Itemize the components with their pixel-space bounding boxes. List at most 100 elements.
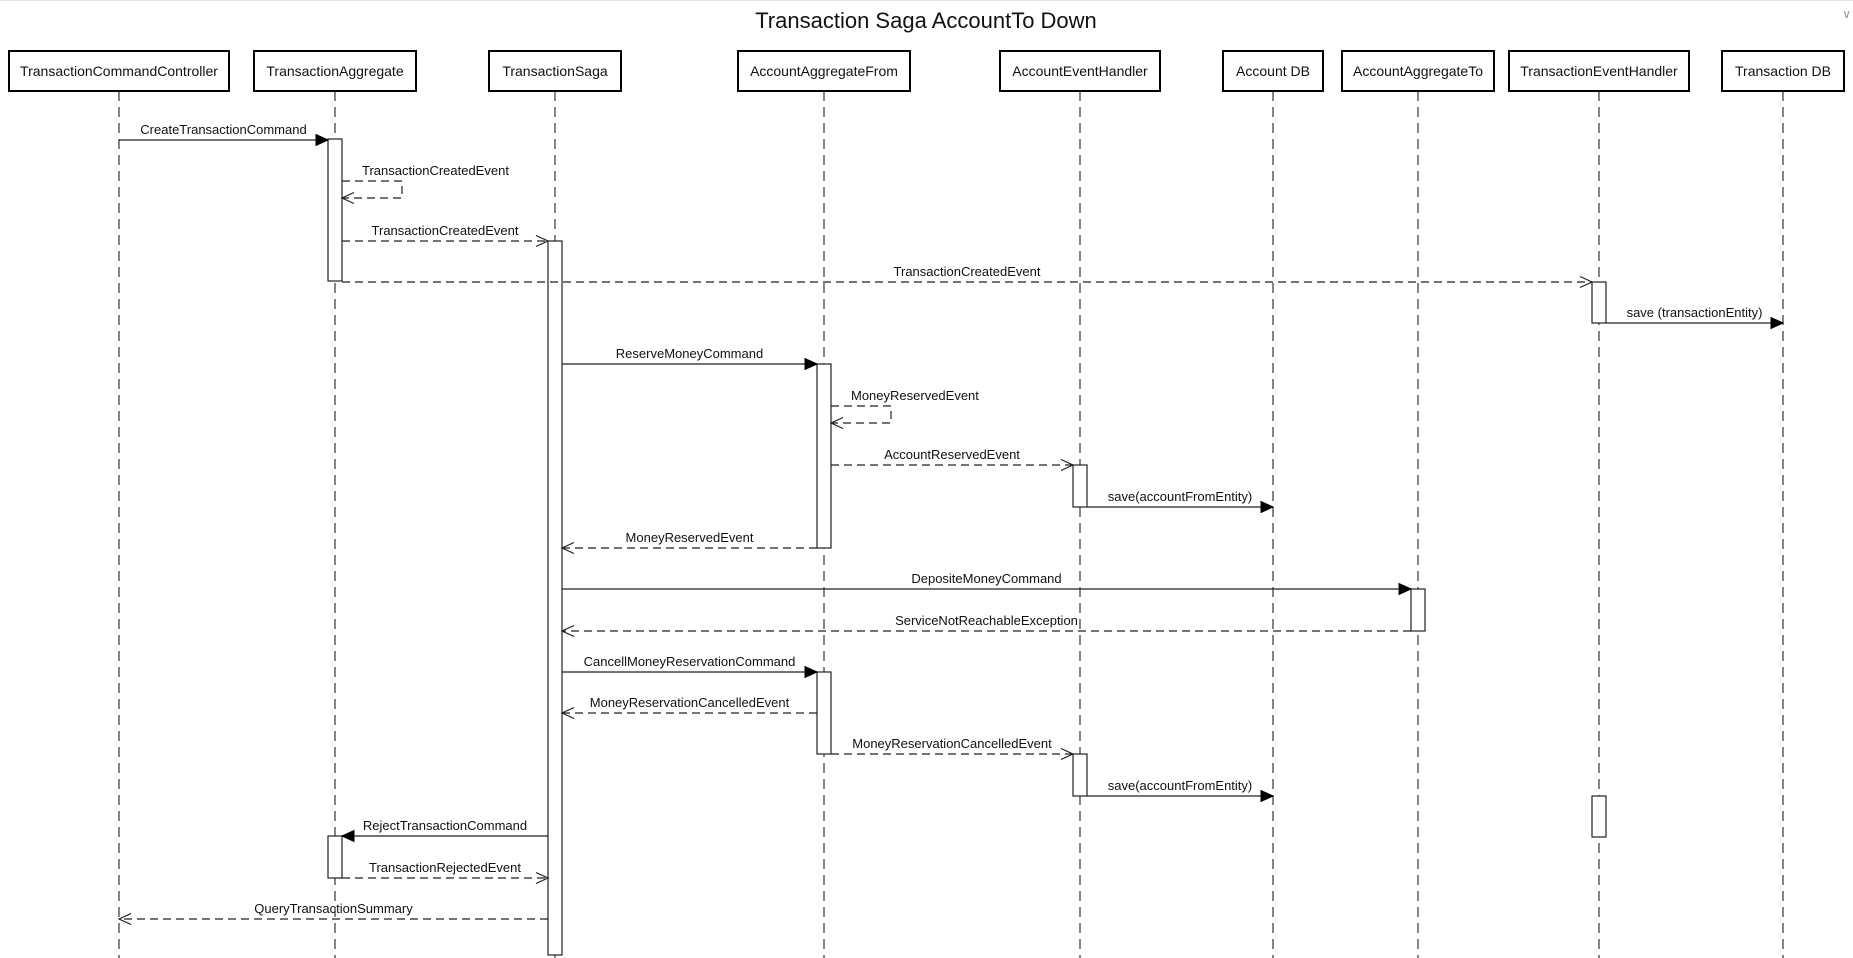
participant-box <box>1222 50 1324 92</box>
participant-box <box>253 50 417 92</box>
chevron-down-icon[interactable]: ∨ <box>1842 7 1851 21</box>
participant-label: TransactionAggregate <box>266 63 403 79</box>
arrowhead <box>117 912 132 926</box>
message-label: MoneyReservationCancelledEvent <box>852 736 1052 751</box>
participant-label: TransactionCommandController <box>20 63 218 79</box>
message-17[interactable]: TransactionRejectedEvent <box>342 860 550 885</box>
participant-label: Transaction DB <box>1735 63 1831 79</box>
participant-box <box>8 50 230 92</box>
participant-label: AccountAggregateTo <box>1353 63 1483 79</box>
arrowhead <box>1260 500 1275 514</box>
message-1[interactable]: TransactionCreatedEvent <box>340 163 509 205</box>
arrowhead <box>1770 316 1785 330</box>
participant-box <box>1508 50 1690 92</box>
participant-box <box>488 50 622 92</box>
messages: CreateTransactionCommandTransactionCreat… <box>117 122 1785 926</box>
activation-teh <box>1591 795 1607 838</box>
message-6[interactable]: MoneyReservedEvent <box>829 388 979 430</box>
message-label: RejectTransactionCommand <box>363 818 527 833</box>
arrowhead <box>1260 789 1275 803</box>
message-label: DepositeMoneyCommand <box>911 571 1061 586</box>
message-label: ServiceNotReachableException <box>895 613 1078 628</box>
message-label: TransactionRejectedEvent <box>369 860 521 875</box>
message-9[interactable]: MoneyReservedEvent <box>560 530 817 555</box>
message-line <box>342 180 403 199</box>
message-11[interactable]: ServiceNotReachableException <box>560 613 1411 638</box>
activation-aeh <box>1072 464 1088 508</box>
message-label: MoneyReservationCancelledEvent <box>590 695 790 710</box>
message-label: TransactionCreatedEvent <box>372 223 519 238</box>
diagram-title: Transaction Saga AccountTo Down <box>755 8 1097 33</box>
participant-ta[interactable]: TransactionAggregate <box>253 50 417 92</box>
participant-label: AccountEventHandler <box>1012 63 1148 79</box>
participant-label: Account DB <box>1236 63 1310 79</box>
participants: TransactionCommandController TransactionA… <box>8 50 1845 92</box>
activation-aeh <box>1072 753 1088 797</box>
participant-box <box>999 50 1161 92</box>
message-7[interactable]: AccountReservedEvent <box>831 447 1075 472</box>
arrowhead <box>340 829 355 843</box>
activation-aaf <box>816 671 832 755</box>
participant-aeh[interactable]: AccountEventHandler <box>999 50 1161 92</box>
message-label: TransactionCreatedEvent <box>894 264 1041 279</box>
arrowhead <box>1060 458 1075 472</box>
participant-tdb[interactable]: Transaction DB <box>1721 50 1845 92</box>
activation-aat <box>1410 588 1426 632</box>
message-5[interactable]: ReserveMoneyCommand <box>562 346 819 371</box>
arrowhead <box>1398 582 1413 596</box>
arrowhead <box>560 624 575 638</box>
message-label: ReserveMoneyCommand <box>616 346 763 361</box>
message-18[interactable]: QueryTransactionSummary <box>117 901 548 926</box>
message-label: CreateTransactionCommand <box>140 122 306 137</box>
message-10[interactable]: DepositeMoneyCommand <box>562 571 1413 596</box>
arrowhead <box>560 541 575 555</box>
arrowhead <box>1060 747 1075 761</box>
message-13[interactable]: MoneyReservationCancelledEvent <box>560 695 817 720</box>
message-label: TransactionCreatedEvent <box>362 163 509 178</box>
activation-bars <box>327 138 1607 956</box>
message-label: AccountReservedEvent <box>884 447 1020 462</box>
participant-label: AccountAggregateFrom <box>750 63 898 79</box>
participant-box <box>1341 50 1495 92</box>
message-line <box>831 405 892 424</box>
arrowhead <box>804 357 819 371</box>
participant-teh[interactable]: TransactionEventHandler <box>1508 50 1690 92</box>
activation-ts <box>547 240 563 956</box>
arrowhead <box>804 665 819 679</box>
message-4[interactable]: save (transactionEntity) <box>1606 305 1785 330</box>
message-label: CancellMoneyReservationCommand <box>584 654 796 669</box>
participant-adb[interactable]: Account DB <box>1222 50 1324 92</box>
participant-aat[interactable]: AccountAggregateTo <box>1341 50 1495 92</box>
message-16[interactable]: RejectTransactionCommand <box>340 818 548 843</box>
message-label: MoneyReservedEvent <box>851 388 979 403</box>
message-15[interactable]: save(accountFromEntity) <box>1087 778 1275 803</box>
arrowhead <box>829 416 844 430</box>
message-label: save(accountFromEntity) <box>1108 489 1253 504</box>
participant-label: TransactionSaga <box>502 63 608 79</box>
participant-aaf[interactable]: AccountAggregateFrom <box>737 50 911 92</box>
message-14[interactable]: MoneyReservationCancelledEvent <box>831 736 1075 761</box>
message-label: MoneyReservedEvent <box>626 530 754 545</box>
message-8[interactable]: save(accountFromEntity) <box>1087 489 1275 514</box>
participant-ts[interactable]: TransactionSaga <box>488 50 622 92</box>
message-label: QueryTransactionSummary <box>254 901 413 916</box>
message-label: save(accountFromEntity) <box>1108 778 1253 793</box>
message-12[interactable]: CancellMoneyReservationCommand <box>562 654 819 679</box>
arrowhead <box>560 706 575 720</box>
activation-teh <box>1591 281 1607 324</box>
activation-ta <box>327 138 343 282</box>
message-2[interactable]: TransactionCreatedEvent <box>342 223 550 248</box>
activation-ta <box>327 835 343 879</box>
activation-aaf <box>816 363 832 549</box>
arrowhead <box>1579 275 1594 289</box>
arrowhead <box>535 234 550 248</box>
message-0[interactable]: CreateTransactionCommand <box>119 122 330 147</box>
arrowhead <box>340 191 355 205</box>
arrowhead <box>535 871 550 885</box>
participant-label: TransactionEventHandler <box>1520 63 1678 79</box>
arrowhead <box>315 133 330 147</box>
participant-tcc[interactable]: TransactionCommandController <box>8 50 230 92</box>
message-3[interactable]: TransactionCreatedEvent <box>342 264 1594 289</box>
